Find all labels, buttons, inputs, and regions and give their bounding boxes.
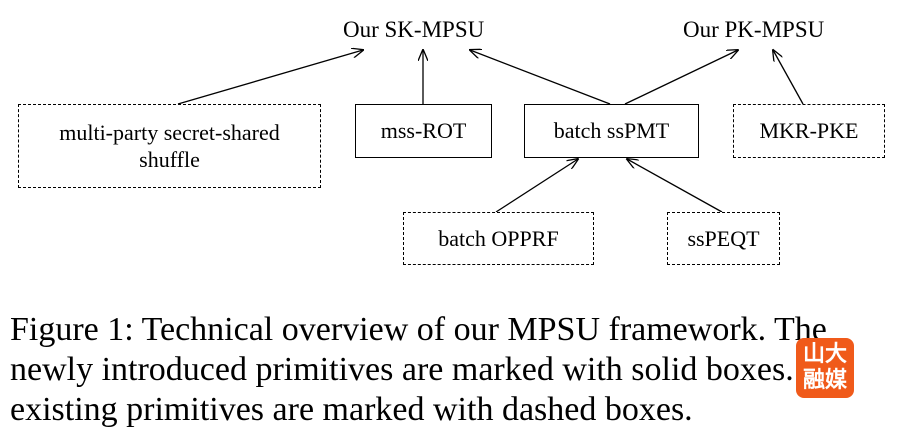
caption-line-2: newly introduced primitives are marked w… <box>10 351 855 388</box>
pk-mpsu-node: Our PK-MPSU <box>683 17 825 42</box>
figure-caption: Figure 1: Technical overview of our MPSU… <box>10 310 890 430</box>
framework-diagram: Our SK-MPSU Our PK-MPSU multi-party secr… <box>18 0 885 265</box>
mkr-pke-label: MKR-PKE <box>759 118 859 144</box>
batch-sspmt-box: batch ssPMT <box>524 104 699 158</box>
arrow-sspeqt-to-sspmt <box>627 159 723 213</box>
arrow-sspmt-to-pk-mpsu <box>624 50 738 105</box>
mss-rot-box: mss-ROT <box>355 104 492 158</box>
batch-opprf-label: batch OPPRF <box>438 225 559 251</box>
arrow-opprf-to-sspmt <box>495 159 578 213</box>
diagram-arrows <box>177 0 804 213</box>
shuffle-label-line2: shuffle <box>139 147 200 172</box>
arrow-shuffle-to-sk-mpsu <box>177 50 363 105</box>
watermark-line-1: 山大 <box>802 342 847 367</box>
caption-line-1: Figure 1: Technical overview of our MPSU… <box>10 311 827 348</box>
sspeqt-label: ssPEQT <box>687 225 760 251</box>
caption-line-3: existing primitives are marked with dash… <box>10 391 693 428</box>
arrow-mkr-pke-to-pk-mpsu <box>773 50 804 105</box>
sk-mpsu-node: Our SK-MPSU <box>343 17 485 42</box>
watermark-line-2: 融媒 <box>802 368 847 393</box>
sspeqt-box: ssPEQT <box>667 212 780 265</box>
mkr-pke-box: MKR-PKE <box>733 104 885 158</box>
mss-rot-label: mss-ROT <box>380 118 467 144</box>
watermark-logo: 山大 融媒 <box>796 338 854 398</box>
batch-opprf-box: batch OPPRF <box>403 212 594 265</box>
shuffle-box: multi-party secret-shared shuffle <box>18 104 321 188</box>
arrow-sspmt-to-sk-mpsu <box>470 50 611 105</box>
shuffle-label-line1: multi-party secret-shared <box>59 119 280 145</box>
batch-sspmt-label: batch ssPMT <box>553 118 670 144</box>
